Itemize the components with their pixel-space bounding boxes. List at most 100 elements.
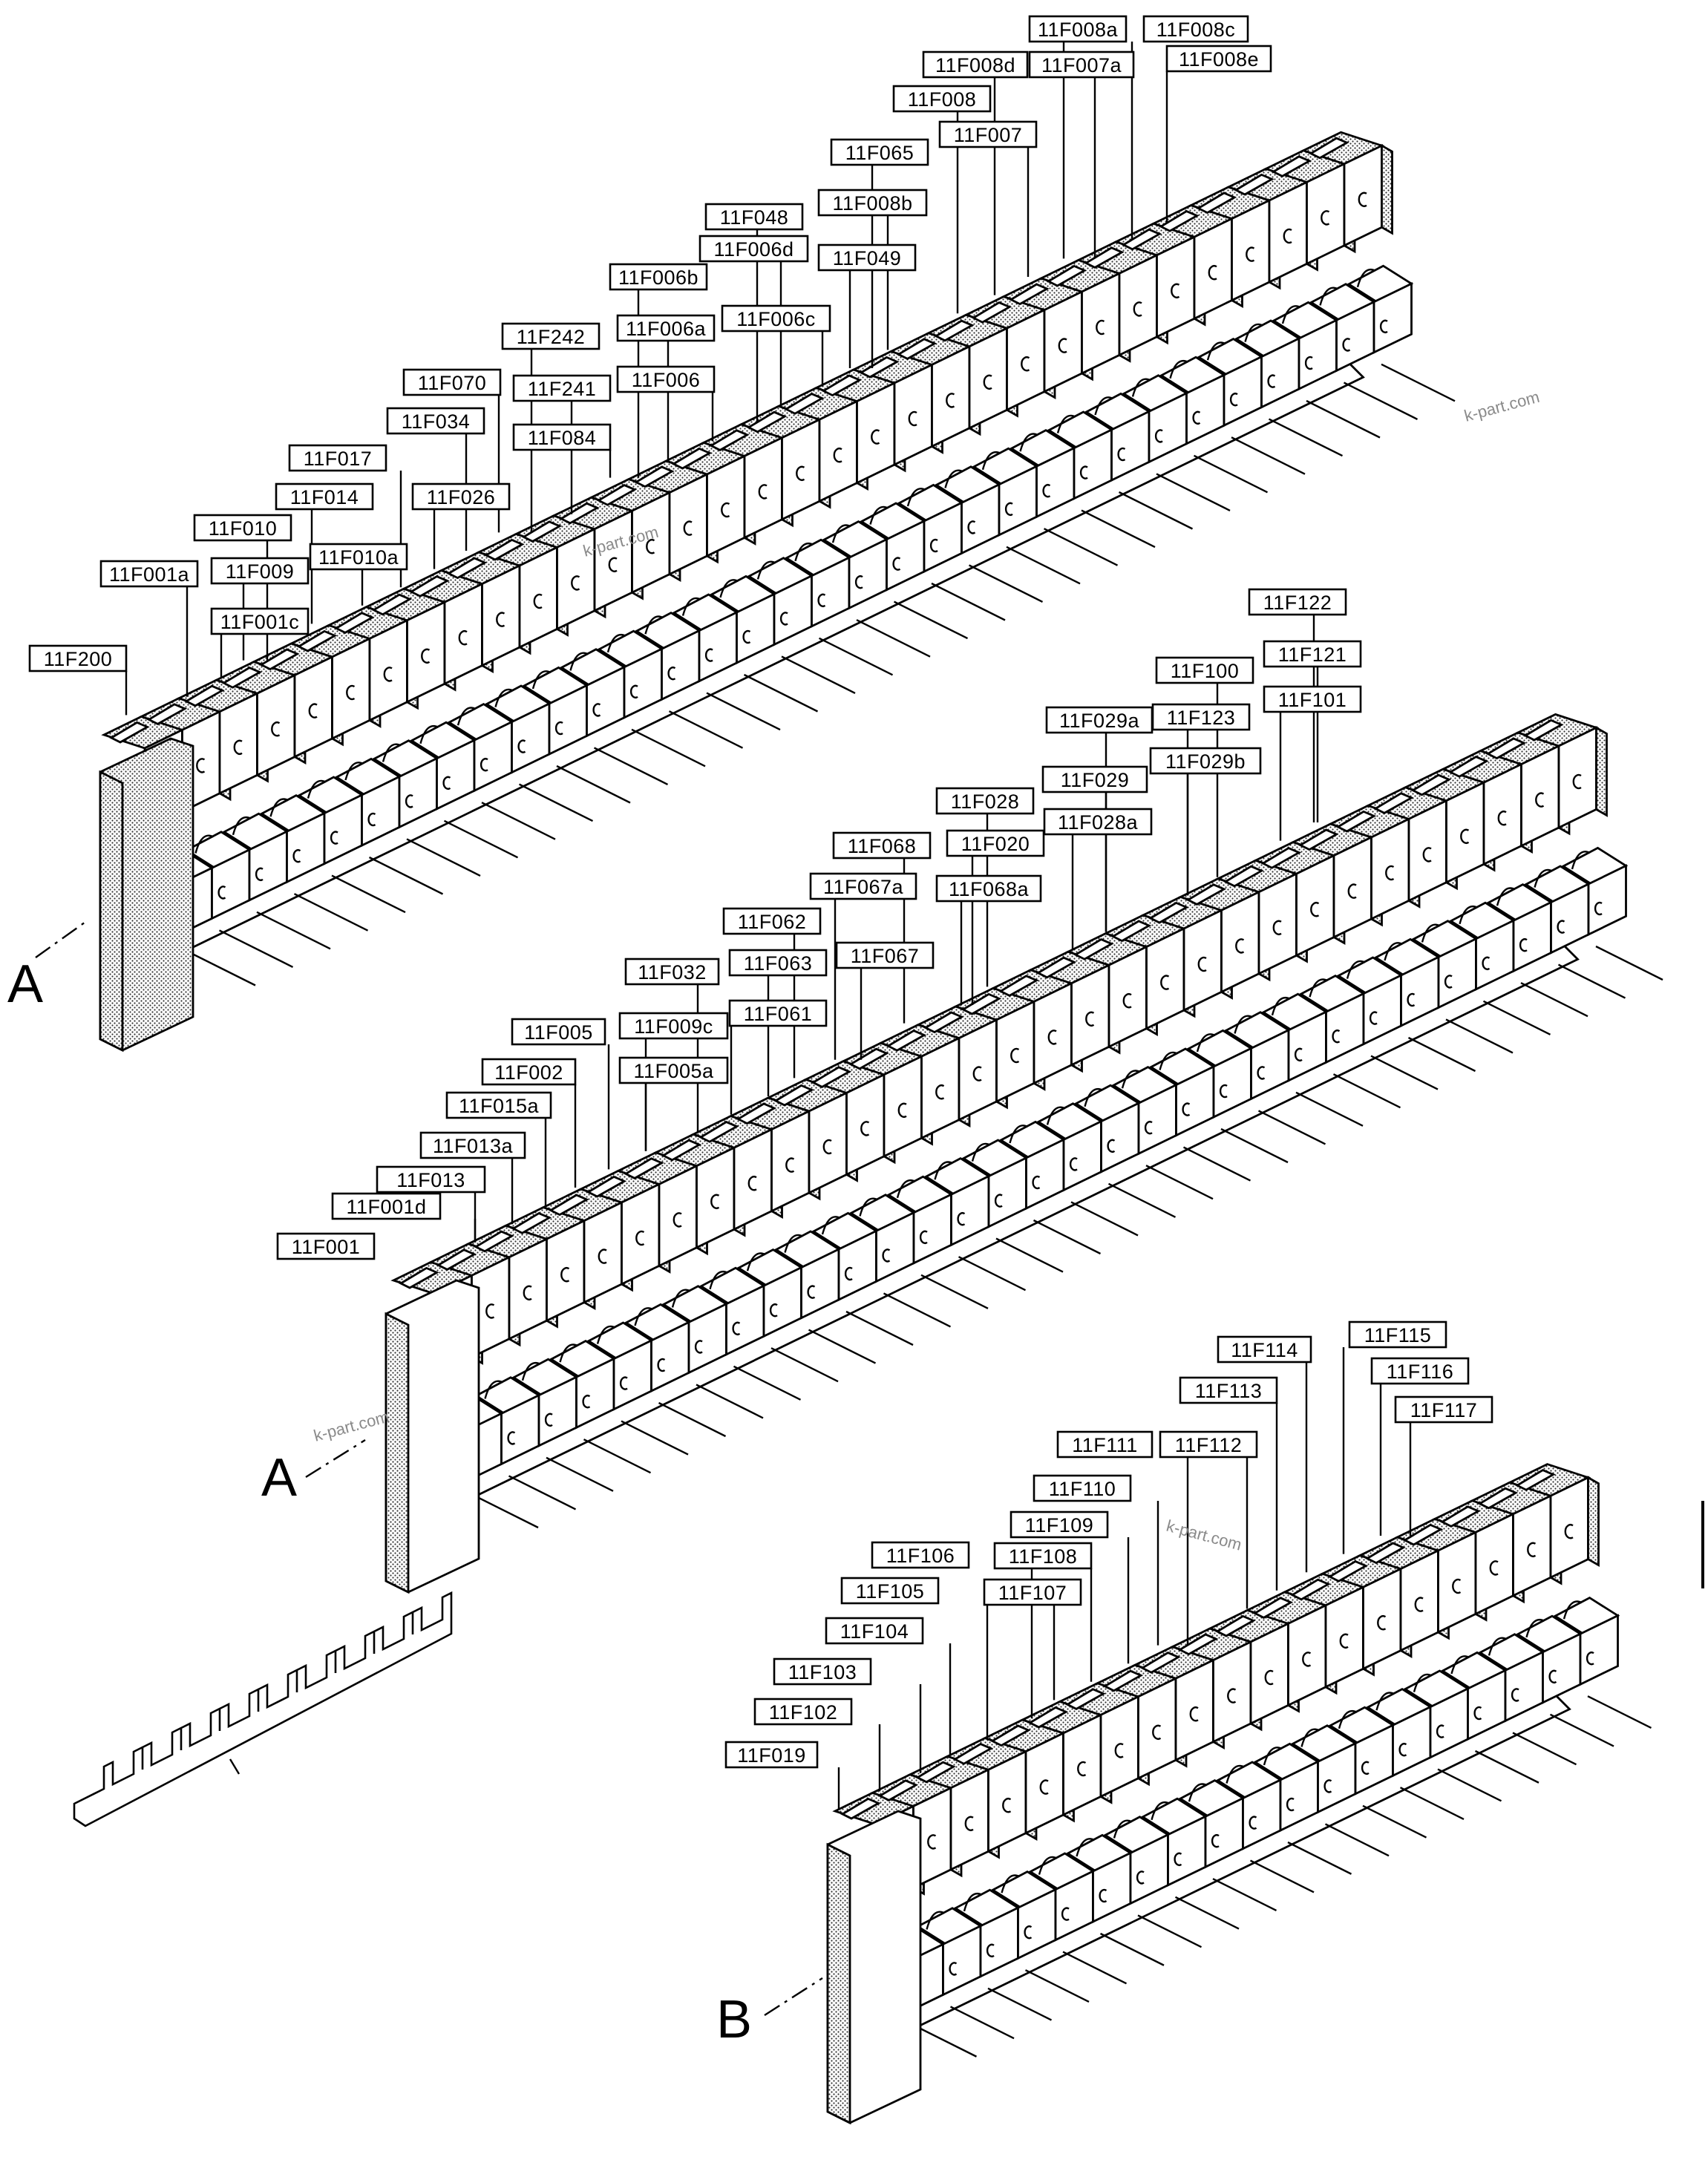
- breaker-module: [765, 1078, 914, 1346]
- part-label: 11F008e: [1165, 45, 1272, 73]
- part-label-text: 11F104: [840, 1620, 909, 1643]
- part-label: 11F100: [1155, 656, 1254, 684]
- part-label-text: 11F001a: [109, 563, 190, 586]
- terminal-line: [1033, 1219, 1102, 1255]
- terminal-line: [856, 619, 931, 658]
- part-label-text: 11F108: [1009, 1545, 1078, 1568]
- part-label-text: 11F122: [1263, 592, 1332, 614]
- part-label: 11F019: [724, 1741, 819, 1769]
- part-label-text: 11F008e: [1179, 48, 1259, 71]
- terminal-line: [1287, 1841, 1352, 1875]
- terminal-line: [1231, 436, 1306, 475]
- part-label: 11F109: [1010, 1510, 1109, 1539]
- breaker-module: [802, 1060, 952, 1328]
- part-label-text: 11F103: [788, 1661, 857, 1683]
- terminal-line: [818, 637, 894, 676]
- part-label: 11F101: [1263, 685, 1362, 713]
- part-label: 11F029b: [1149, 747, 1262, 775]
- terminal-line: [845, 1310, 914, 1346]
- part-label-text: 11F102: [769, 1701, 838, 1724]
- terminal-line: [293, 893, 369, 932]
- part-label-text: 11F019: [737, 1744, 806, 1767]
- part-label: 11F008a: [1028, 15, 1128, 43]
- part-label-text: 11F013a: [433, 1135, 514, 1157]
- end-cap: [826, 1810, 922, 2125]
- part-label: 11F070: [402, 368, 502, 396]
- terminal-line: [995, 1237, 1064, 1273]
- terminal-line: [1156, 473, 1231, 511]
- part-label: 11F114: [1217, 1335, 1312, 1364]
- part-label: 11F067: [835, 941, 935, 969]
- part-label: 11F007a: [1028, 50, 1135, 79]
- breaker-module: [690, 1115, 839, 1383]
- part-label-text: 11F070: [418, 372, 487, 394]
- part-label-text: 11F006d: [713, 238, 794, 261]
- terminal-line: [1081, 509, 1156, 549]
- terminal-line: [1193, 454, 1269, 494]
- terminal-line: [406, 838, 481, 877]
- part-label-text: 11F006b: [618, 266, 698, 289]
- part-label: 11F013a: [419, 1131, 526, 1159]
- terminal-line: [1557, 963, 1626, 999]
- part-label-text: 11F112: [1175, 1434, 1243, 1456]
- part-label: 11F008d: [922, 50, 1029, 79]
- part-label-text: 11F241: [528, 378, 597, 400]
- terminal-line: [808, 1329, 877, 1364]
- part-label-text: 11F007a: [1041, 54, 1122, 76]
- part-label: 11F013: [376, 1165, 486, 1194]
- part-label: 11F006b: [609, 263, 708, 291]
- breaker-row-row3: [826, 1463, 1652, 2125]
- part-label-text: 11F200: [44, 648, 113, 670]
- part-label: 11F006c: [721, 304, 831, 333]
- part-label: 11F008: [892, 85, 992, 113]
- section-marker-row3: B: [716, 1990, 752, 2049]
- terminal-line: [1595, 945, 1663, 981]
- terminal-line: [1437, 1768, 1502, 1802]
- part-label-text: 11F117: [1410, 1399, 1478, 1421]
- terminal-line: [1407, 1036, 1476, 1073]
- part-label-text: 11F001c: [220, 611, 300, 633]
- terminal-line: [781, 655, 856, 694]
- breaker-module: [1507, 1463, 1652, 1729]
- terminal-line: [1099, 1932, 1165, 1966]
- part-label-text: 11F067a: [823, 876, 904, 898]
- terminal-line: [1512, 1732, 1577, 1766]
- terminal-line: [1445, 1018, 1514, 1054]
- terminal-line: [1249, 1859, 1315, 1893]
- terminal-line: [1220, 1127, 1289, 1164]
- terminal-line: [987, 1987, 1053, 2021]
- part-label-text: 11F009: [226, 560, 295, 583]
- terminal-line: [1006, 546, 1081, 585]
- part-label-text: 11F061: [744, 1003, 813, 1025]
- terminal-line: [1043, 528, 1119, 566]
- terminal-line: [1070, 1201, 1139, 1237]
- part-label: 11F029a: [1045, 706, 1154, 734]
- terminal-line: [556, 765, 631, 804]
- part-label: 11F113: [1179, 1376, 1278, 1404]
- part-label: 11F104: [825, 1617, 924, 1645]
- breaker-row-row1: [99, 131, 1456, 1053]
- part-label-text: 11F062: [738, 911, 807, 933]
- part-label: 11F020: [946, 829, 1045, 857]
- terminal-line: [920, 1274, 989, 1309]
- terminal-line: [1268, 418, 1344, 457]
- part-label-text: 11F009c: [634, 1015, 713, 1038]
- terminal-line: [893, 600, 969, 640]
- part-label: 11F010a: [309, 543, 408, 571]
- part-label-text: 11F008d: [935, 54, 1015, 76]
- terminal-line: [471, 1493, 539, 1529]
- part-label-text: 11F114: [1231, 1339, 1298, 1361]
- part-label: 11F063: [728, 949, 828, 977]
- part-label: 11F028: [935, 787, 1035, 815]
- part-label: 11F061: [728, 999, 828, 1027]
- terminal-line: [743, 673, 819, 713]
- watermark-text: k-part.com: [1165, 1516, 1244, 1554]
- part-label-text: 11F001d: [346, 1196, 426, 1218]
- terminal-line: [1182, 1146, 1251, 1182]
- part-label: 11F241: [512, 374, 612, 402]
- part-label: 11F032: [624, 958, 720, 986]
- part-label: 11F110: [1033, 1474, 1132, 1502]
- part-label-text: 11F049: [833, 247, 902, 269]
